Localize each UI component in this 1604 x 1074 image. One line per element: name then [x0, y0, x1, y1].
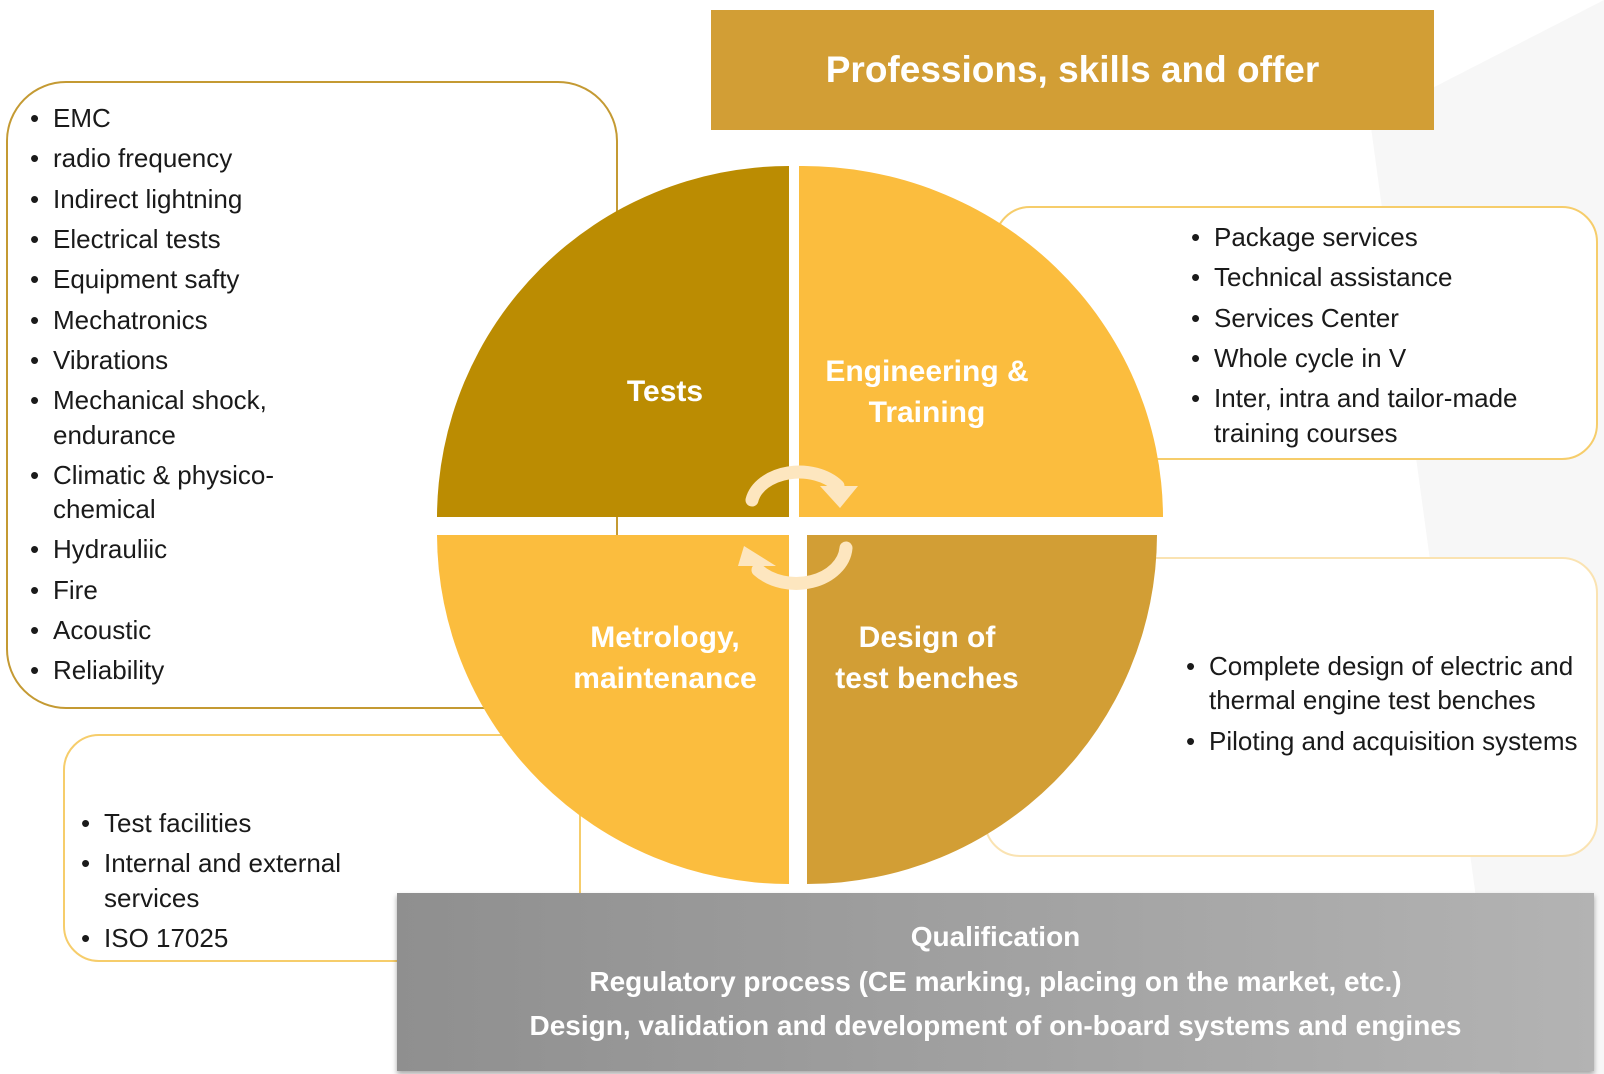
- list-item: Indirect lightning: [30, 182, 360, 217]
- list-item: Test facilities: [81, 806, 411, 841]
- list-item: Mechatronics: [30, 303, 360, 338]
- quadrant-tests: [437, 166, 789, 517]
- metrology-label: Metrology, maintenance: [535, 618, 795, 699]
- engineering-label-line2: Training: [868, 395, 986, 429]
- list-item: Electrical tests: [30, 222, 360, 257]
- list-item: Fire: [30, 573, 360, 608]
- engineering-label-line1: Engineering &: [825, 355, 1029, 388]
- list-item: Inter, intra and tailor-made training co…: [1191, 381, 1591, 450]
- header-title: Professions, skills and offer: [825, 49, 1320, 90]
- footer-line2: Regulatory process (CE marking, placing …: [589, 965, 1402, 997]
- cycle-arrow-bottom-icon: [751, 541, 853, 590]
- list-item: Equipment safty: [30, 262, 360, 297]
- design-list: Complete design of electric and thermal …: [1186, 649, 1586, 764]
- list-item: Reliability: [30, 653, 360, 688]
- footer-line1: Qualification: [910, 920, 1081, 952]
- metrology-label-line2: maintenance: [573, 661, 757, 695]
- footer-banner: Qualification Regulatory process (CE mar…: [397, 893, 1594, 1071]
- tests-list: EMC radio frequencyIndirect lightningElec…: [30, 101, 360, 694]
- tests-label-text: Tests: [626, 375, 704, 408]
- list-item: EMC: [30, 101, 360, 136]
- list-item: Vibrations: [30, 343, 360, 378]
- list-item: Package services: [1191, 220, 1591, 255]
- list-item: Services Center: [1191, 301, 1591, 336]
- design-label: Design of test benches: [797, 618, 1057, 699]
- quadrant-engineering: [799, 165, 1163, 517]
- list-item: ISO 17025: [81, 921, 411, 956]
- list-item: radio frequency: [30, 141, 360, 176]
- quadrant-metrology: [437, 535, 789, 884]
- metrology-label-line1: Metrology,: [590, 621, 740, 654]
- quadrant-design: [807, 535, 1157, 884]
- metrology-box: Test facilitiesInternal and external ser…: [63, 734, 581, 962]
- design-label-line1: Design of: [858, 621, 996, 654]
- tests-label: Tests: [535, 372, 795, 413]
- list-item: Whole cycle in V: [1191, 341, 1591, 376]
- cycle-arrow-bottom-head-icon: [738, 546, 776, 566]
- design-label-line2: test benches: [835, 661, 1019, 695]
- list-item: Internal and external services: [81, 846, 411, 915]
- header-banner: Professions, skills and offer: [711, 10, 1434, 130]
- list-item: Acoustic: [30, 613, 360, 648]
- list-item: Piloting and acquisition systems: [1186, 724, 1586, 759]
- engineering-list: Package servicesTechnical assistanceServ…: [1191, 220, 1591, 456]
- list-item: Climatic & physico-chemical: [30, 458, 360, 527]
- cycle-arrow-top-icon: [745, 465, 845, 507]
- list-item: Mechanical shock, endurance: [30, 383, 360, 452]
- metrology-list: Test facilitiesInternal and external ser…: [81, 806, 411, 961]
- list-item: Complete design of electric and thermal …: [1186, 649, 1586, 718]
- list-item: Hydrauliic: [30, 532, 360, 567]
- engineering-label: Engineering & Training: [797, 352, 1057, 433]
- footer-line3: Design, validation and development of on…: [529, 1010, 1462, 1042]
- cycle-arrow-top-head-icon: [820, 486, 858, 508]
- list-item: Technical assistance: [1191, 260, 1591, 295]
